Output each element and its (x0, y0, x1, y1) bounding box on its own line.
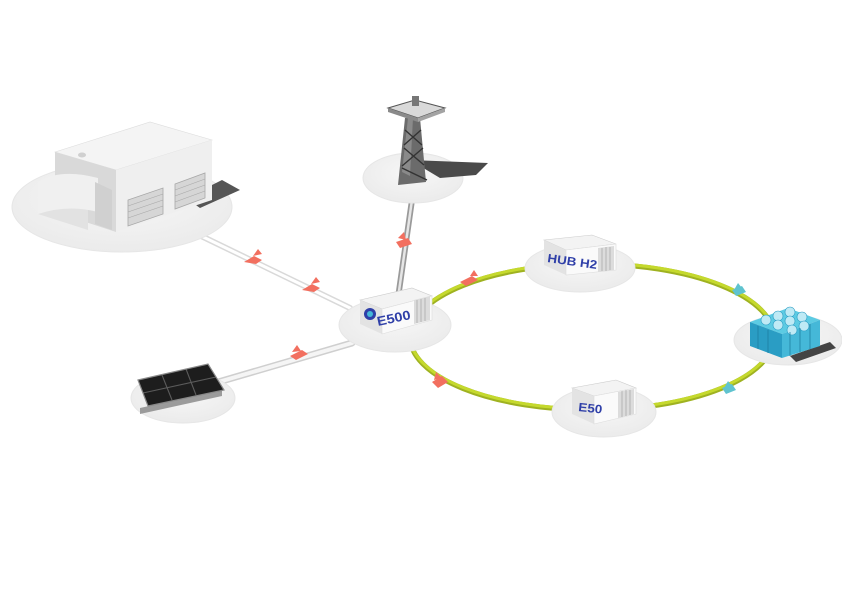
link-tower-central (395, 197, 415, 301)
e50-container-icon (570, 379, 638, 425)
hub-container-label: HUB H2 (547, 251, 599, 272)
link-solar-central (211, 339, 356, 387)
flow-arrow-icon (302, 277, 320, 292)
flow-arrow-icon (396, 232, 412, 248)
flow-arrow-icon (722, 381, 736, 394)
flow-arrow-icon (732, 283, 746, 296)
central-container-icon (359, 287, 433, 335)
solar-panel-icon (137, 363, 225, 414)
flow-arrow-icon (432, 372, 448, 388)
hydrogen-storage-icon (750, 306, 836, 362)
e50-container-label: E50 (578, 400, 604, 416)
flow-arrow-icon (460, 270, 478, 286)
hub-container-icon (542, 234, 617, 276)
link-factory-central (192, 230, 353, 311)
wind-tower-icon (386, 96, 488, 185)
flow-arrow-icon (244, 249, 262, 264)
central-container-label: E500 (376, 307, 412, 329)
flow-arrow-icon (290, 345, 308, 360)
factory-building-icon (38, 121, 240, 232)
